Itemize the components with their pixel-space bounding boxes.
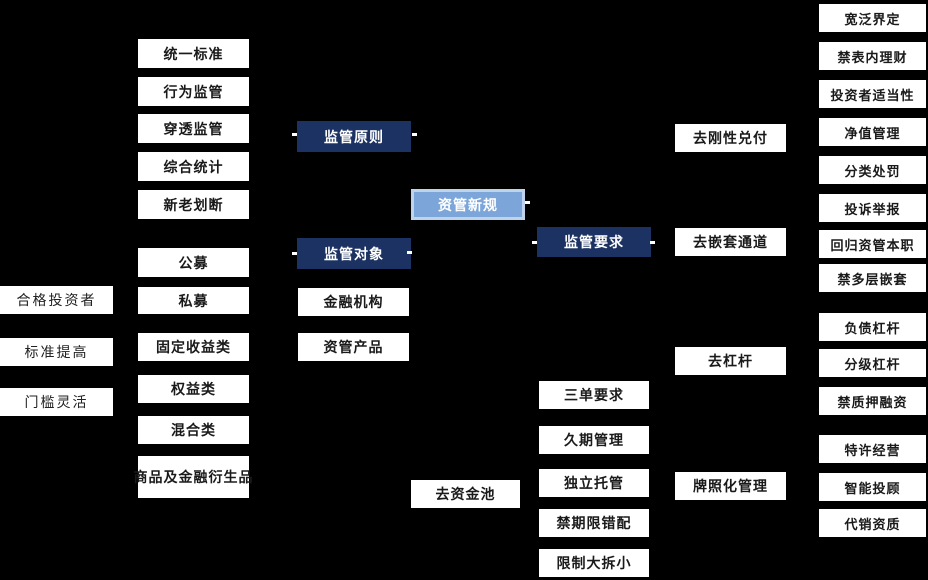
- node-leaf-conduct-regulation: 行为监管: [138, 77, 249, 106]
- node-leaf-distribution-qualification: 代销资质: [819, 509, 926, 537]
- node-leaf-investor-suitability: 投资者适当性: [819, 80, 926, 108]
- node-leaf-flexible-threshold: 门槛灵活: [0, 388, 113, 416]
- node-leaf-financial-institutions: 金融机构: [298, 288, 409, 316]
- connector-stub: [532, 241, 537, 244]
- node-leaf-lookthrough-regulation: 穿透监管: [138, 114, 249, 143]
- node-leaf-no-fund-pool: 去资金池: [411, 480, 520, 508]
- connector-stub: [407, 251, 412, 254]
- node-root-new-am-rules: 资管新规: [411, 189, 525, 220]
- node-leaf-am-products: 资管产品: [298, 333, 409, 361]
- connector-stub: [292, 252, 297, 255]
- node-leaf-franchise-operation: 特许经营: [819, 435, 926, 463]
- node-leaf-public-offering: 公募: [138, 248, 249, 277]
- node-leaf-duration-management: 久期管理: [539, 426, 649, 454]
- node-leaf-unified-standard: 统一标准: [138, 39, 249, 68]
- node-leaf-comprehensive-statistics: 综合统计: [138, 152, 249, 181]
- node-leaf-no-multilayer-nesting: 禁多层嵌套: [819, 264, 926, 292]
- node-leaf-nav-management: 净值管理: [819, 118, 926, 146]
- node-leaf-return-to-am-duty: 回归资管本职: [819, 230, 926, 258]
- node-leaf-mixed-class: 混合类: [138, 416, 249, 444]
- node-hub-regulatory-requirements: 监管要求: [537, 227, 651, 257]
- node-leaf-no-maturity-mismatch: 禁期限错配: [539, 509, 649, 537]
- connector-stub: [650, 241, 655, 244]
- node-hub-regulatory-principles: 监管原则: [297, 121, 411, 152]
- node-leaf-broad-definition: 宽泛界定: [819, 4, 926, 32]
- node-leaf-robo-advisor: 智能投顾: [819, 473, 926, 501]
- node-leaf-three-orders: 三单要求: [539, 381, 649, 409]
- node-leaf-standard-raised: 标准提高: [0, 338, 113, 366]
- connector-stub: [412, 133, 417, 136]
- connector-stub: [525, 201, 530, 204]
- node-leaf-license-management: 牌照化管理: [675, 472, 786, 500]
- node-leaf-tranche-leverage: 分级杠杆: [819, 349, 926, 377]
- node-leaf-classified-penalty: 分类处罚: [819, 156, 926, 184]
- node-leaf-qualified-investor: 合格投资者: [0, 286, 113, 314]
- node-leaf-commodity-derivatives: 商品及金融衍生品: [134, 456, 253, 498]
- node-leaf-equity-class: 权益类: [138, 375, 249, 403]
- node-hub-regulatory-objects: 监管对象: [297, 238, 411, 269]
- node-leaf-no-rigid-redemption: 去刚性兑付: [675, 124, 786, 152]
- node-leaf-deleverage: 去杠杆: [675, 347, 786, 375]
- node-leaf-new-old-demarcation: 新老划断: [138, 190, 249, 219]
- node-leaf-fixed-income: 固定收益类: [138, 333, 249, 361]
- node-leaf-no-onbalance-wmp: 禁表内理财: [819, 42, 926, 70]
- node-leaf-no-nested-channels: 去嵌套通道: [675, 228, 786, 256]
- connector-stub: [292, 133, 297, 136]
- node-leaf-debt-leverage: 负债杠杆: [819, 313, 926, 341]
- node-leaf-no-pledge-financing: 禁质押融资: [819, 387, 926, 415]
- node-leaf-limit-splitting: 限制大拆小: [539, 549, 649, 577]
- node-leaf-private-offering: 私募: [138, 287, 249, 314]
- node-leaf-complaint-reporting: 投诉举报: [819, 194, 926, 222]
- node-leaf-independent-custody: 独立托管: [539, 469, 649, 497]
